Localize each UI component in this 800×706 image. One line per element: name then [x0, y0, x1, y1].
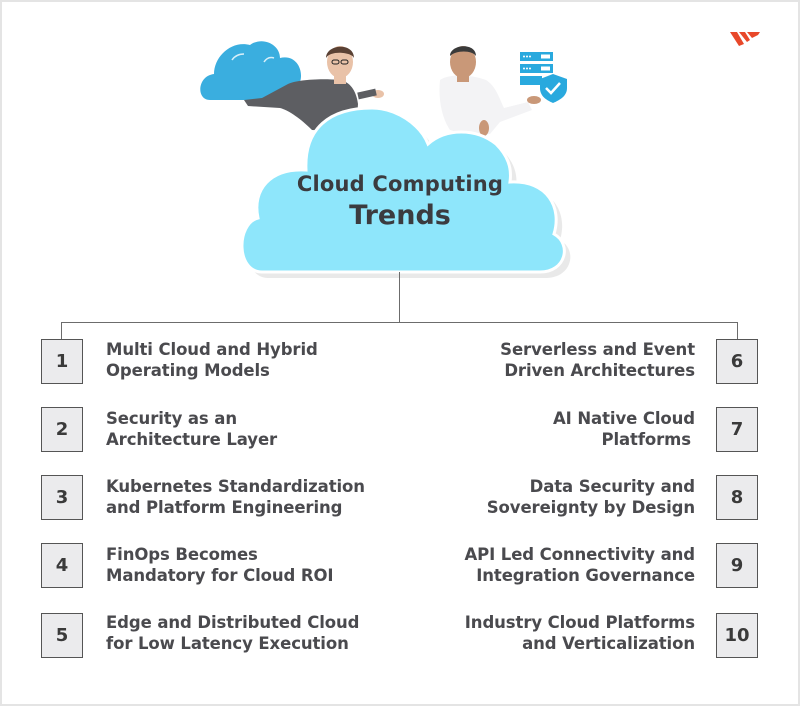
trend-number-box: 8	[716, 475, 758, 520]
title-line-1: Cloud Computing	[296, 172, 504, 196]
trend-number-box: 6	[716, 339, 758, 384]
trend-label: Multi Cloud and Hybrid Operating Models	[106, 340, 318, 380]
connector-right-drop	[737, 322, 738, 339]
connector-horizontal	[61, 322, 738, 323]
trend-label: API Led Connectivity and Integration Gov…	[464, 545, 695, 585]
server-shield-icon	[520, 52, 567, 103]
title-line-2: Trends	[349, 200, 451, 231]
trend-label: Edge and Distributed Cloud for Low Laten…	[106, 613, 360, 653]
main-cloud-shape	[240, 106, 566, 274]
page-title: Cloud Computing Trends	[240, 170, 560, 234]
trend-number-box: 10	[716, 613, 758, 658]
trend-label: AI Native Cloud Platforms	[553, 409, 695, 449]
trend-label: Data Security and Sovereignty by Design	[486, 477, 695, 517]
trend-number-box: 3	[41, 475, 83, 520]
trend-number-box: 2	[41, 407, 83, 452]
trend-number-box: 7	[716, 407, 758, 452]
person-man-figure	[439, 46, 541, 136]
trend-number-box: 1	[41, 339, 83, 384]
brand-logo-icon	[730, 32, 760, 46]
trend-number-box: 4	[41, 543, 83, 588]
trend-label: Kubernetes Standardization and Platform …	[106, 477, 365, 517]
trend-number-box: 9	[716, 543, 758, 588]
connector-left-drop	[61, 322, 62, 339]
hero-illustration	[200, 41, 571, 278]
trend-number-box: 5	[41, 613, 83, 658]
trend-label: Security as an Architecture Layer	[106, 409, 278, 449]
trend-label: Serverless and Event Driven Architecture…	[500, 340, 695, 380]
trend-label: Industry Cloud Platforms and Verticaliza…	[464, 613, 695, 653]
connector-vertical-main	[399, 272, 400, 322]
trend-label: FinOps Becomes Mandatory for Cloud ROI	[106, 545, 334, 585]
cloud-icon	[200, 41, 303, 100]
